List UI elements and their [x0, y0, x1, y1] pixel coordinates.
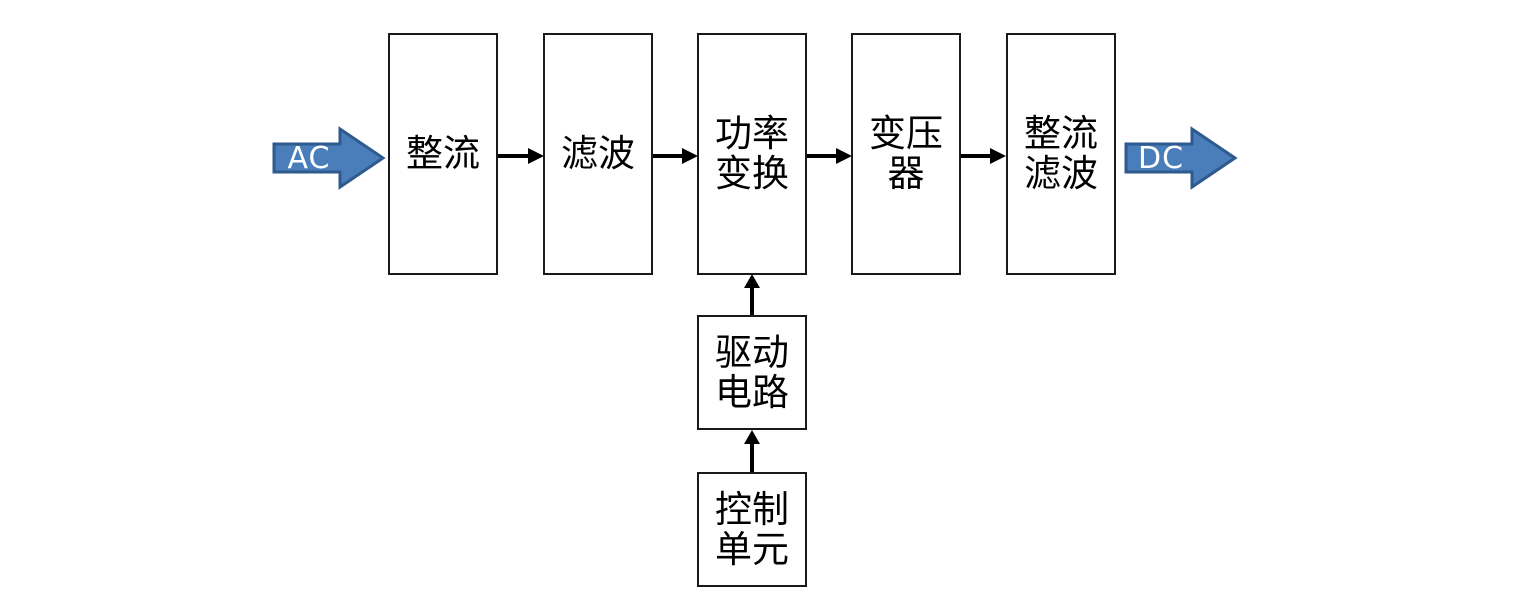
- block-transformer[interactable]: 变压 器: [851, 33, 961, 275]
- ac-input-block-arrow: [272, 126, 386, 190]
- dc-output-block-arrow: [1124, 126, 1238, 190]
- arrow-drive-to-power-conversion: [744, 274, 760, 316]
- arrow-control-to-drive: [744, 430, 760, 473]
- block-rectify-filter[interactable]: 整流 滤波: [1006, 33, 1116, 275]
- block-drive-circuit[interactable]: 驱动 电路: [697, 315, 807, 430]
- block-rectify-filter-label: 整流 滤波: [1024, 112, 1098, 195]
- arrow-rectifier-to-filter: [498, 148, 544, 164]
- block-control-unit-label: 控制 单元: [715, 487, 789, 571]
- block-filter[interactable]: 滤波: [543, 33, 653, 275]
- arrow-filter-to-power-conversion: [653, 148, 698, 164]
- block-drive-circuit-label: 驱动 电路: [715, 330, 789, 414]
- block-rectifier[interactable]: 整流: [388, 33, 498, 275]
- block-transformer-label: 变压 器: [869, 112, 943, 195]
- block-filter-label: 滤波: [561, 132, 635, 176]
- block-rectifier-label: 整流: [406, 132, 480, 176]
- block-control-unit[interactable]: 控制 单元: [697, 472, 807, 587]
- arrow-transformer-to-rectify-filter: [961, 148, 1006, 164]
- dc-output-label: DC: [1137, 141, 1185, 176]
- block-power-conversion[interactable]: 功率 变换: [697, 33, 807, 275]
- ac-input-label: AC: [287, 141, 331, 176]
- arrow-power-conversion-to-transformer: [807, 148, 852, 164]
- block-power-conversion-label: 功率 变换: [715, 112, 789, 195]
